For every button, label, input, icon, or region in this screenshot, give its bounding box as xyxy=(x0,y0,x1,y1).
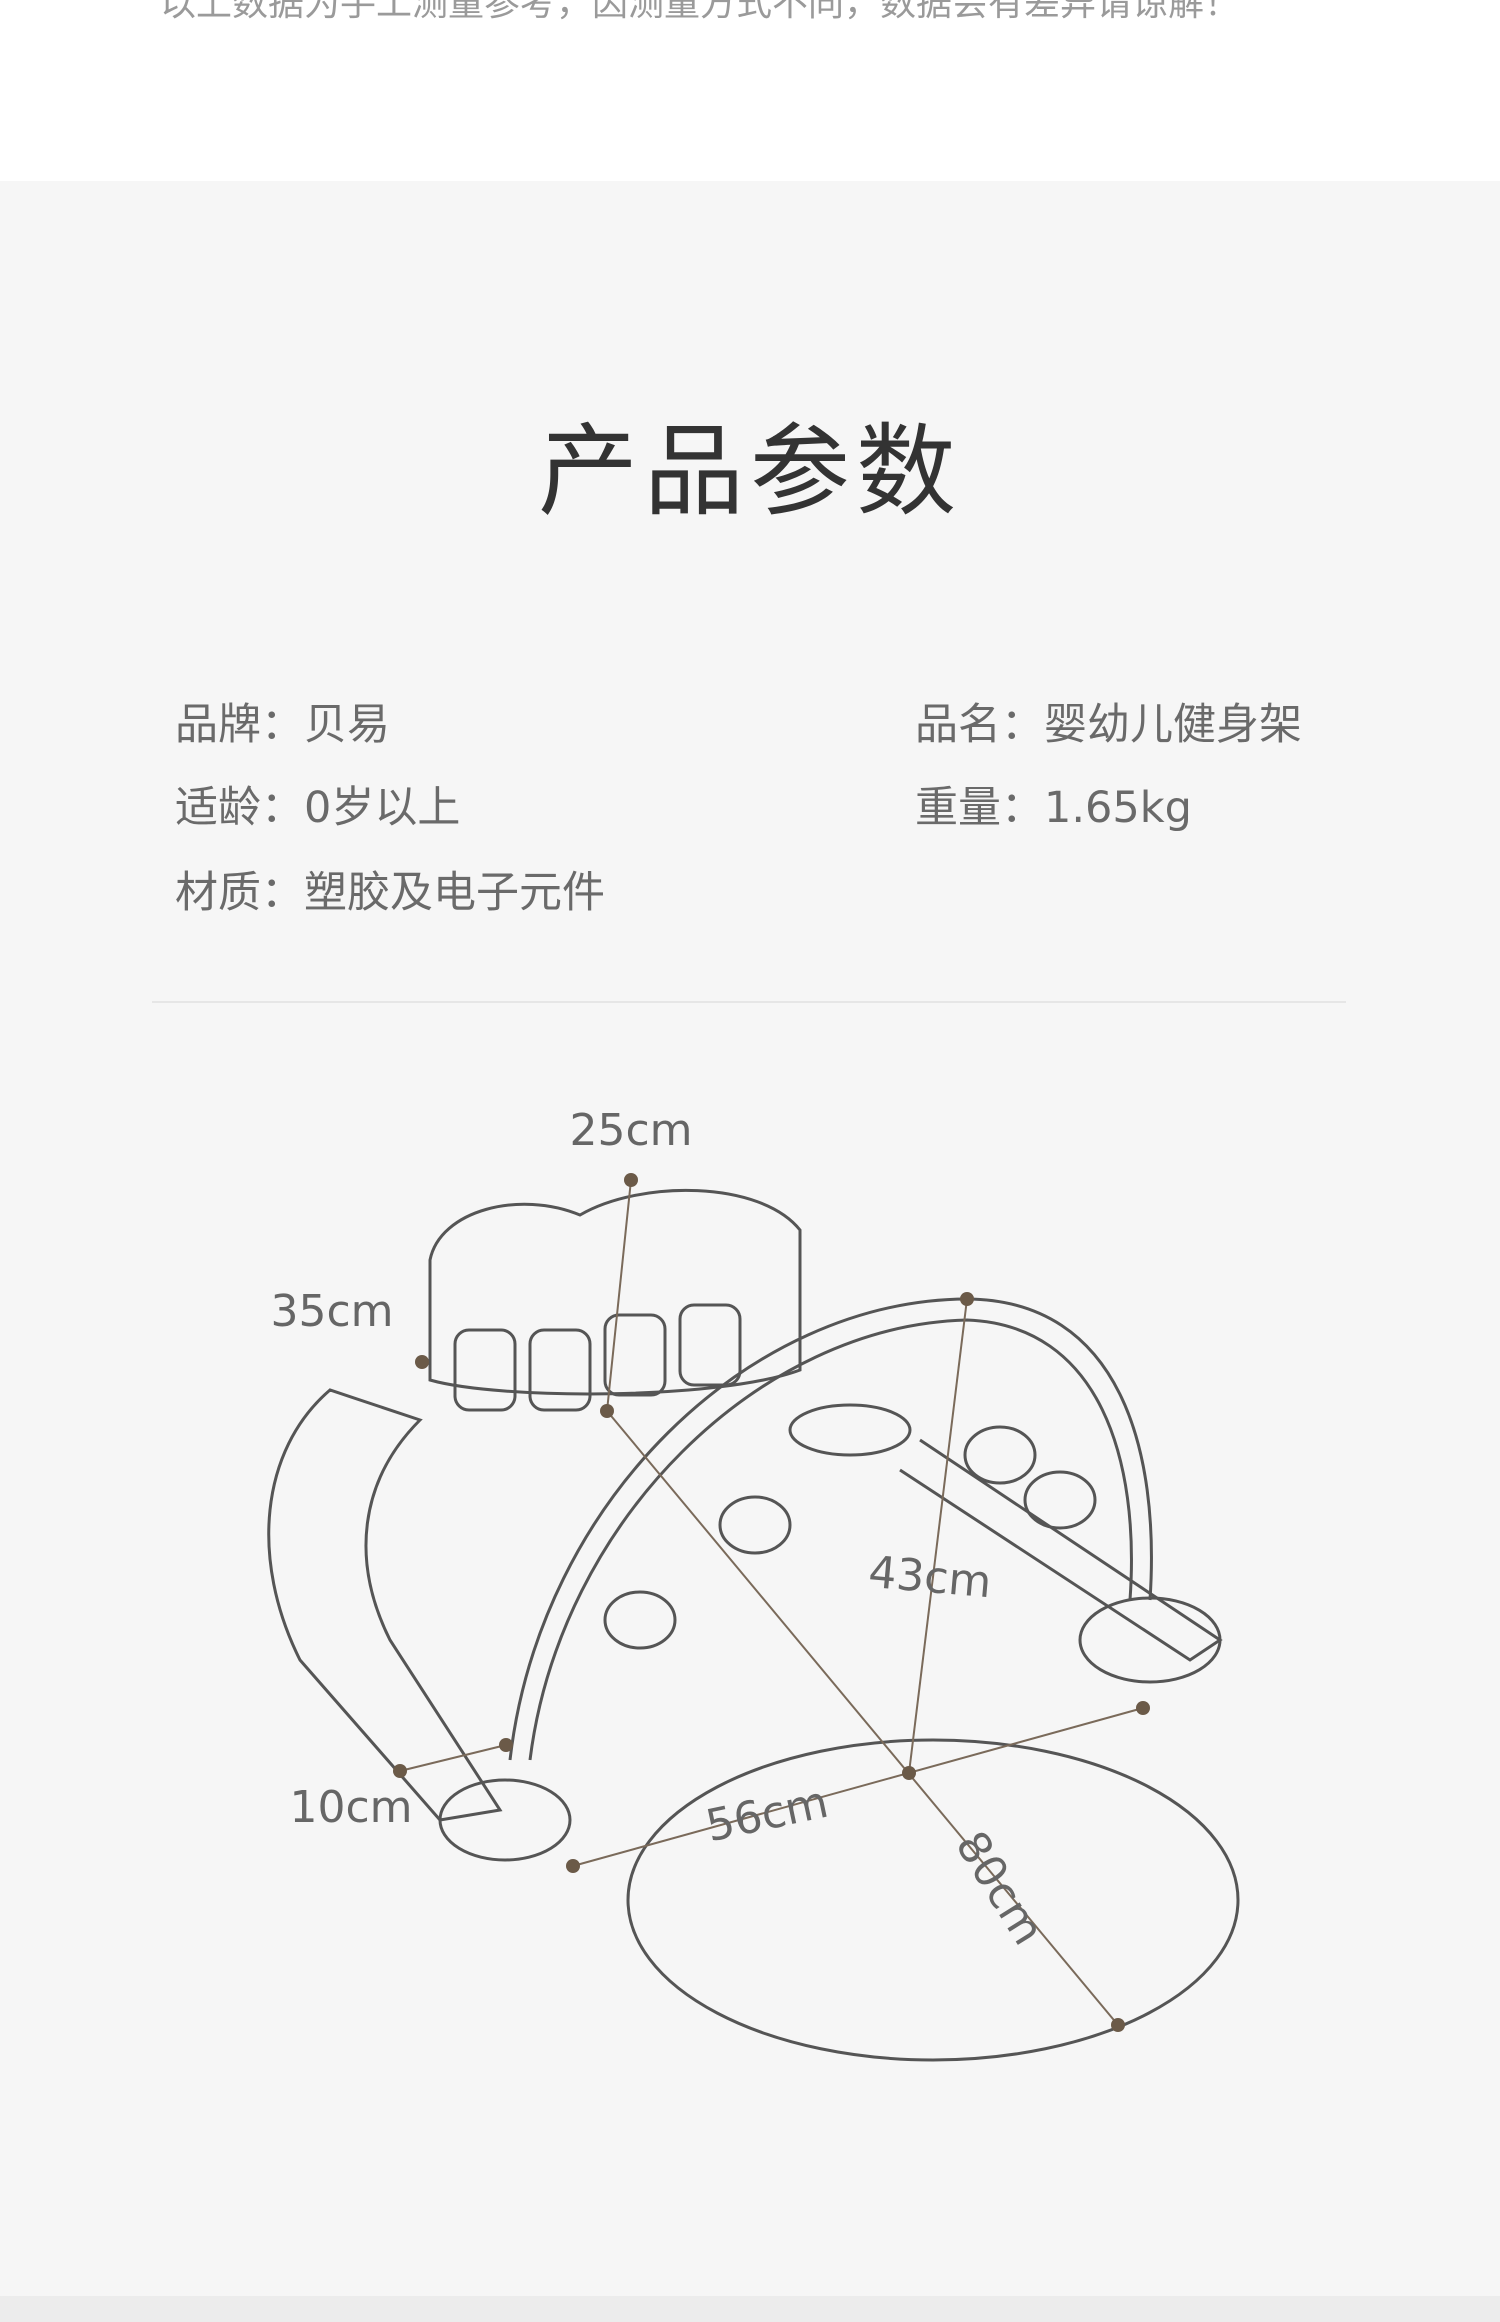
right-rail xyxy=(899,1438,1223,1662)
piano-panel xyxy=(428,1188,802,1396)
divider xyxy=(152,1001,1346,1003)
spec-product-name: 品名：婴幼儿健身架 xyxy=(915,700,1302,750)
baby-gym-illustration xyxy=(267,1188,1240,2062)
spec-age: 适龄：0岁以上 xyxy=(175,783,461,833)
hanging-toy xyxy=(603,1590,677,1650)
piano-key xyxy=(453,1328,517,1412)
play-mat xyxy=(626,1738,1240,2062)
piano-key xyxy=(528,1328,592,1412)
spec-weight: 重量：1.65kg xyxy=(915,783,1192,833)
product-parameters-panel xyxy=(0,181,1500,2296)
measurement-note: 以上数据为手工测量参考，因测量方式不同，数据会有差异请谅解！ xyxy=(160,0,1241,24)
hanging-toy xyxy=(963,1425,1037,1485)
left-arch-foot xyxy=(438,1778,572,1862)
right-arch-foot xyxy=(1078,1596,1222,1684)
spec-material: 材质：塑胶及电子元件 xyxy=(175,868,605,918)
piano-key xyxy=(678,1303,742,1387)
dimension-10cm: 10cm xyxy=(289,1782,412,1833)
dimension-43cm: 43cm xyxy=(866,1547,993,1609)
play-arch-inner xyxy=(528,1318,1133,1761)
dimension-80cm: 80cm xyxy=(945,1823,1053,1954)
play-arch-outer xyxy=(508,1297,1153,1761)
bottom-strip xyxy=(0,2296,1500,2322)
hanging-toy xyxy=(1023,1470,1097,1530)
dimension-points xyxy=(393,1173,1150,2032)
dimension-56cm: 56cm xyxy=(702,1777,833,1852)
page-title: 产品参数 xyxy=(538,413,962,530)
piano-key xyxy=(603,1313,667,1397)
mirror-toy xyxy=(788,1403,912,1457)
dimension-25cm: 25cm xyxy=(569,1105,692,1156)
dimension-35cm: 35cm xyxy=(270,1286,393,1337)
hanging-toy xyxy=(718,1495,792,1555)
spec-brand: 品牌：贝易 xyxy=(175,700,390,750)
dimension-lines xyxy=(399,1179,1144,2026)
